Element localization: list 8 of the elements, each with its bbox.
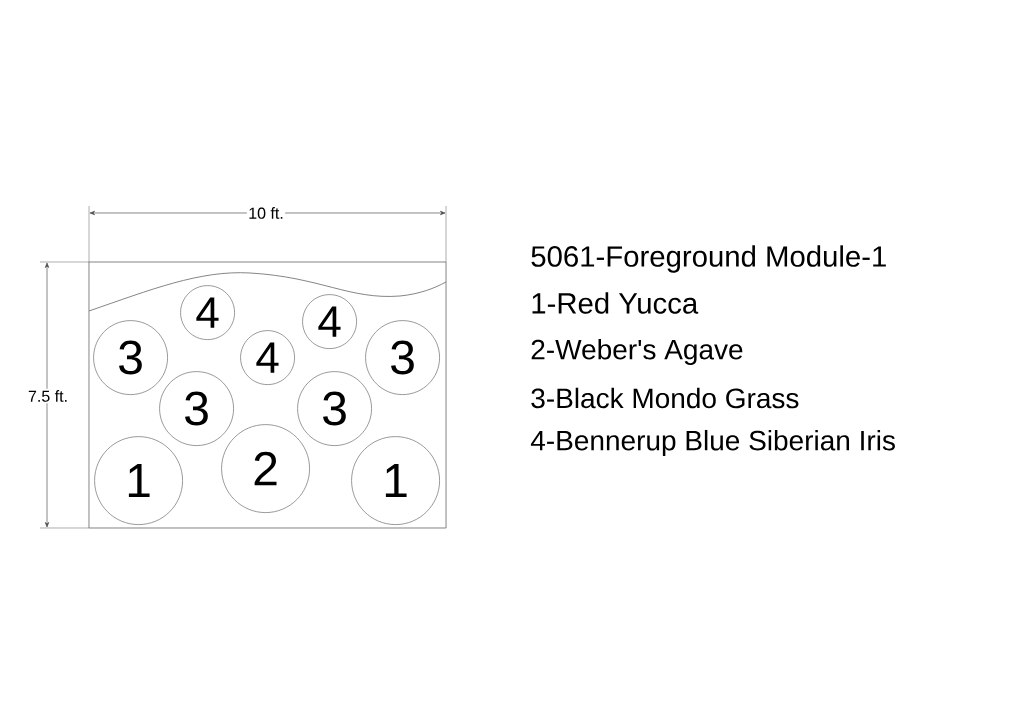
legend-entry: 2-Weber's Agave [531,338,743,366]
title: 5061-Foreground Module-1 [531,245,886,273]
dimension-label: 7.5 ft. [26,388,70,404]
dimension-label: 10 ft. [246,205,286,221]
legend-entry: 3-Black Mondo Grass [531,387,799,409]
legend-entry: 4-Bennerup Blue Siberian Iris [530,429,895,457]
planting-bed [88,261,447,529]
legend-entry: 1-Red Yucca [532,292,699,314]
